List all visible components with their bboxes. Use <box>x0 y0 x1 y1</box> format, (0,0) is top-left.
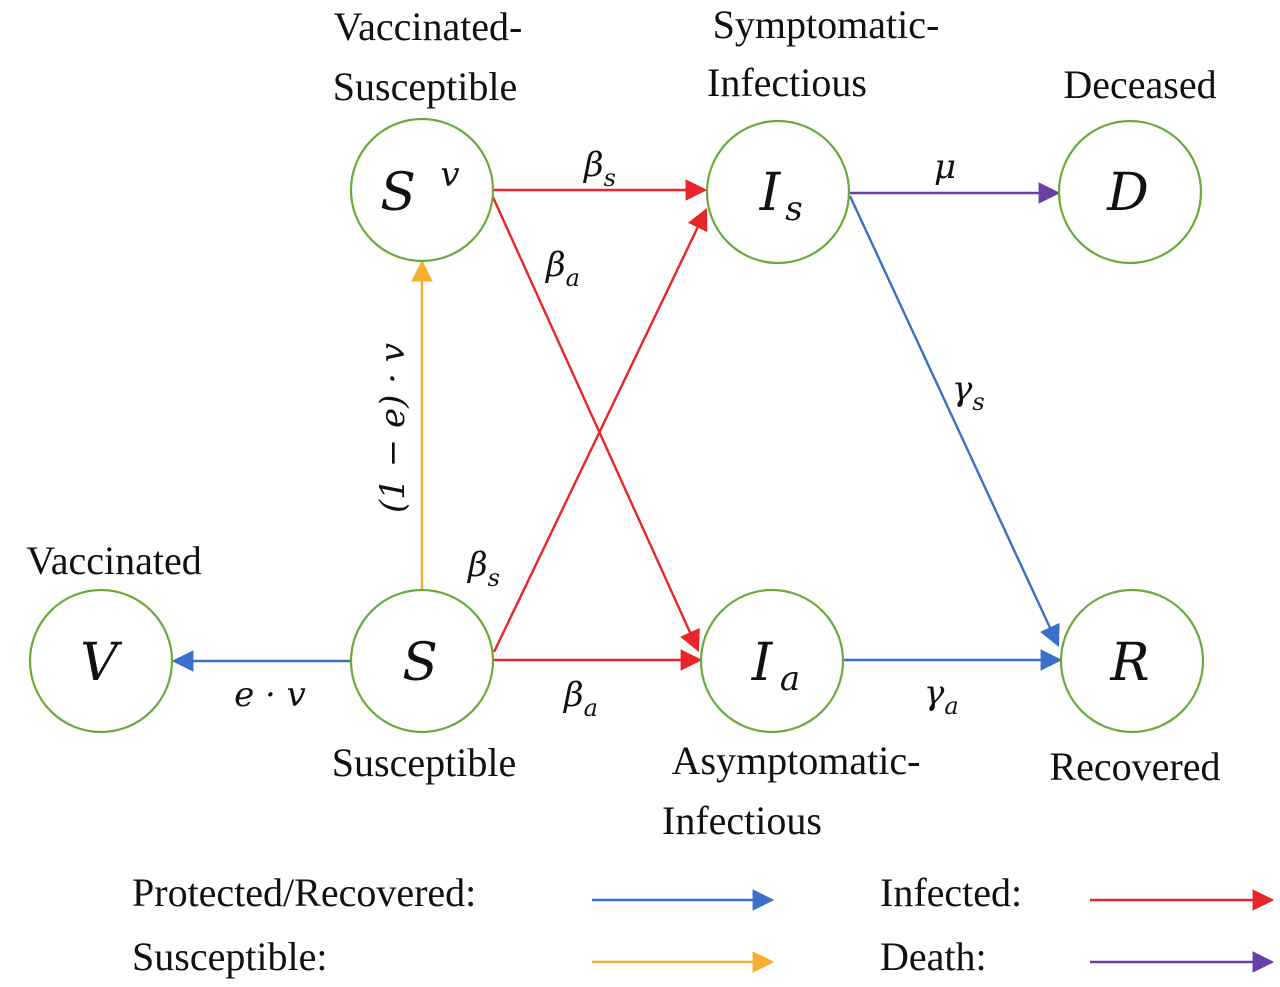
node-ia-symbol: I <box>751 633 774 693</box>
node-r: R <box>1059 588 1205 734</box>
rate-s-is: βs <box>466 545 500 592</box>
rate-s-v: e · v <box>234 675 306 715</box>
rate-s-ia: βa <box>562 675 598 722</box>
rate-s-sv: (1 − e) · v <box>373 343 413 513</box>
node-is: I s <box>705 119 851 265</box>
rate-sv-ia: βa <box>544 245 580 292</box>
rate-is-d: μ <box>934 147 956 187</box>
edges <box>171 179 1063 672</box>
legend-susceptible-label: Susceptible: <box>132 934 328 979</box>
node-ia: I a <box>699 588 845 734</box>
label-vaccinated-susceptible-2: Susceptible <box>333 64 517 109</box>
rate-ia-r: γa <box>924 673 959 720</box>
label-vaccinated-susceptible-1: Vaccinated- <box>334 4 523 49</box>
edge-sv-to-ia <box>490 194 700 652</box>
node-is-subscript: s <box>785 189 802 229</box>
node-s: S <box>349 588 495 734</box>
label-recovered: Recovered <box>1049 744 1220 789</box>
rate-sv-is: βs <box>582 145 616 192</box>
legend: Protected/Recovered: Infected: Susceptib… <box>132 870 1275 979</box>
label-deceased: Deceased <box>1063 62 1216 107</box>
node-ia-subscript: a <box>780 659 800 699</box>
legend-infected-label: Infected: <box>880 870 1022 915</box>
edge-is-to-r <box>848 195 1060 647</box>
label-symptomatic-infectious-2: Infectious <box>707 60 867 105</box>
node-sv: S v <box>349 117 495 263</box>
node-d: D <box>1057 119 1203 265</box>
node-sv-superscript: v <box>440 155 459 195</box>
rate-is-r: γs <box>952 369 985 416</box>
label-asymptomatic-infectious-1: Asymptomatic- <box>672 738 921 783</box>
node-v: V <box>28 588 174 734</box>
node-sv-symbol: S <box>380 163 416 223</box>
legend-death-label: Death: <box>880 934 987 979</box>
label-vaccinated: Vaccinated <box>26 538 201 583</box>
edge-s-to-is <box>492 208 708 653</box>
label-asymptomatic-infectious-2: Infectious <box>662 798 822 843</box>
node-is-symbol: I <box>759 163 782 223</box>
label-susceptible: Susceptible <box>332 740 516 785</box>
node-r-symbol: R <box>1109 633 1149 693</box>
node-d-symbol: D <box>1106 163 1149 223</box>
legend-protected-label: Protected/Recovered: <box>132 870 476 915</box>
node-v-symbol: V <box>80 633 122 693</box>
node-s-symbol: S <box>402 633 438 693</box>
label-symptomatic-infectious-1: Symptomatic- <box>713 2 940 47</box>
